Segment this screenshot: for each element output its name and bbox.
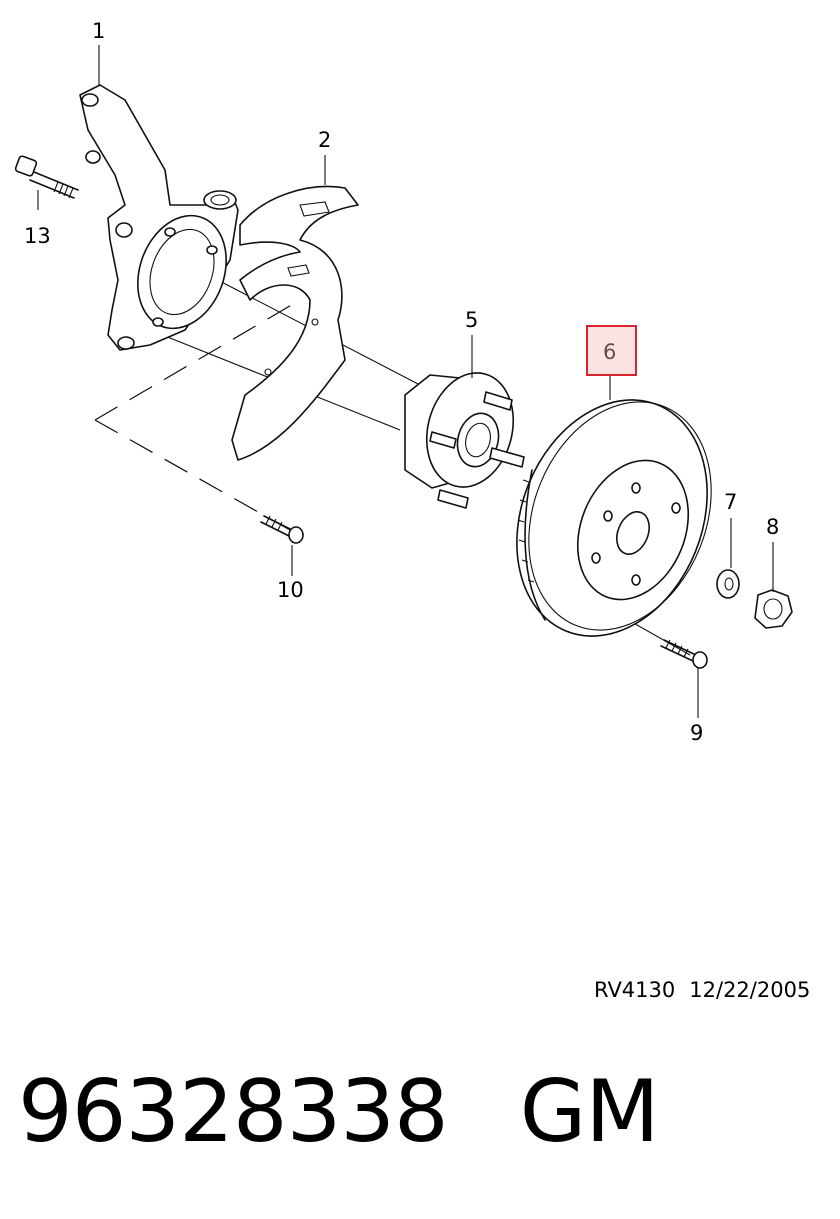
screw-part-9 [660, 639, 708, 669]
callout-1: 1 [92, 19, 105, 43]
washer-part [716, 569, 740, 599]
hub-bearing-part [404, 372, 525, 509]
nut-part [754, 589, 793, 629]
callout-6[interactable]: 6 [603, 340, 616, 364]
highlight-box-6[interactable] [586, 325, 637, 376]
callout-8: 8 [766, 515, 779, 539]
callout-10: 10 [277, 578, 304, 602]
diagram-date: 12/22/2005 [689, 978, 811, 1002]
part-number: 96328338 [18, 1062, 449, 1162]
steering-knuckle-part [79, 84, 239, 351]
screw-part-10 [260, 515, 304, 544]
callout-5: 5 [465, 308, 478, 332]
callout-7: 7 [724, 490, 737, 514]
dust-shield-part [231, 185, 359, 461]
diagram-code: RV4130 [594, 978, 676, 1002]
part-number-line: 96328338 GM [18, 1062, 660, 1162]
diagram-reference: RV4130 12/22/2005 [594, 978, 824, 1002]
brand-name: GM [519, 1062, 660, 1162]
callout-2: 2 [318, 128, 331, 152]
callout-9: 9 [690, 721, 703, 745]
callout-13: 13 [24, 224, 51, 248]
bolt-part-13 [14, 155, 79, 199]
brake-disc-part [516, 399, 712, 637]
